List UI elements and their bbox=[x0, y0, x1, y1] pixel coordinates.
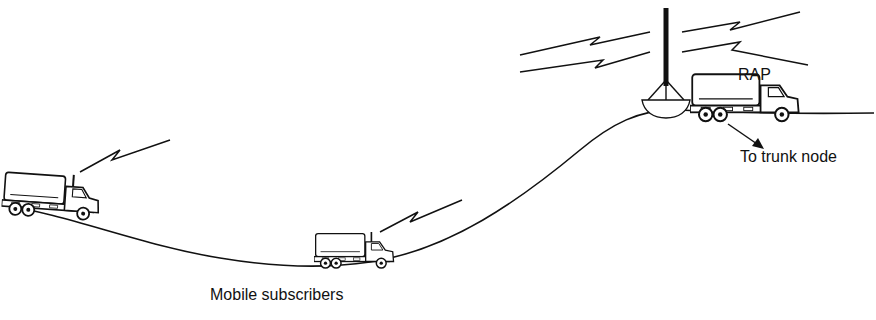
trunk-arrow bbox=[728, 124, 764, 149]
mobile-subscriber-truck bbox=[314, 232, 394, 268]
rap-antenna-mast bbox=[642, 8, 690, 118]
station-label: RAP bbox=[738, 66, 771, 84]
connection-label: To trunk node bbox=[740, 148, 837, 166]
radio-signal bbox=[80, 140, 170, 172]
radio-signal bbox=[520, 12, 808, 72]
mobile-subscriber-truck bbox=[1, 170, 101, 221]
group-label: Mobile subscribers bbox=[210, 286, 343, 304]
terrain-line bbox=[2, 110, 874, 266]
radio-signal bbox=[380, 200, 462, 232]
